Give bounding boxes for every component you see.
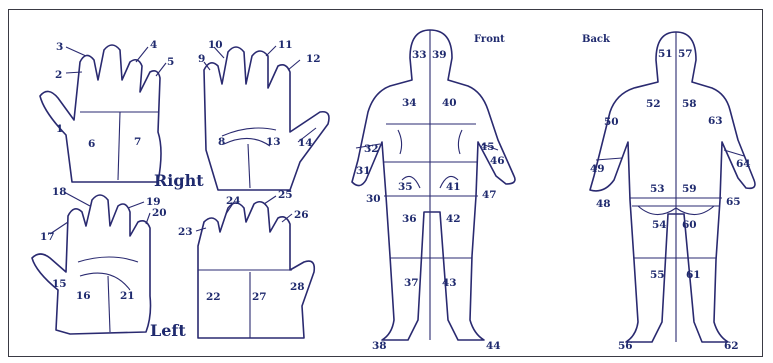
region-43: 43 [442,277,457,289]
label-right: Right [154,171,204,190]
hand-left-palm [32,195,151,334]
region-21: 21 [120,290,135,302]
hand-right-back [204,47,329,190]
body-front-outline [352,30,515,340]
region-14: 14 [298,137,313,149]
region-44: 44 [486,340,501,352]
region-40: 40 [442,97,457,109]
region-22: 22 [206,291,221,303]
region-64: 64 [736,158,751,170]
region-38: 38 [372,340,387,352]
region-42: 42 [446,213,461,225]
label-left: Left [150,321,186,340]
region-15: 15 [52,278,67,290]
region-28: 28 [290,281,305,293]
region-12: 12 [306,53,321,65]
label-back: Back [582,34,611,45]
region-11: 11 [278,39,293,51]
region-8: 8 [218,136,225,148]
label-front: Front [474,34,505,45]
region-4: 4 [150,39,157,51]
hand-left-back [198,202,314,338]
region-55: 55 [650,269,665,281]
region-52: 52 [646,98,661,110]
region-17: 17 [40,231,55,243]
region-56: 56 [618,340,633,352]
region-23: 23 [178,226,193,238]
region-7: 7 [134,136,141,148]
region-2: 2 [55,69,62,81]
region-5: 5 [167,56,174,68]
region-58: 58 [682,98,697,110]
region-62: 62 [724,340,739,352]
region-33: 33 [412,49,427,61]
body-back-outline [590,32,755,342]
region-53: 53 [650,183,665,195]
region-25: 25 [278,189,293,201]
region-27: 27 [252,291,267,303]
region-13: 13 [266,136,281,148]
region-6: 6 [88,138,95,150]
region-50: 50 [604,116,619,128]
region-24: 24 [226,195,241,207]
region-20: 20 [152,207,167,219]
region-3: 3 [56,41,63,53]
region-16: 16 [76,290,91,302]
region-63: 63 [708,115,723,127]
region-9: 9 [198,53,205,65]
region-1: 1 [56,123,63,135]
region-57: 57 [678,48,693,60]
region-60: 60 [682,219,697,231]
region-65: 65 [726,196,741,208]
region-30: 30 [366,193,381,205]
region-51: 51 [658,48,673,60]
region-45: 45 [480,141,495,153]
region-34: 34 [402,97,417,109]
region-10: 10 [208,39,223,51]
hand-right-palm [40,45,161,182]
region-36: 36 [402,213,417,225]
region-41: 41 [446,181,461,193]
region-32: 32 [364,143,379,155]
region-49: 49 [590,163,605,175]
region-37: 37 [404,277,419,289]
region-18: 18 [52,186,67,198]
region-26: 26 [294,209,309,221]
region-61: 61 [686,269,701,281]
region-59: 59 [682,183,697,195]
region-48: 48 [596,198,611,210]
region-47: 47 [482,189,497,201]
region-39: 39 [432,49,447,61]
region-35: 35 [398,181,413,193]
region-31: 31 [356,165,371,177]
region-54: 54 [652,219,667,231]
region-46: 46 [490,155,505,167]
